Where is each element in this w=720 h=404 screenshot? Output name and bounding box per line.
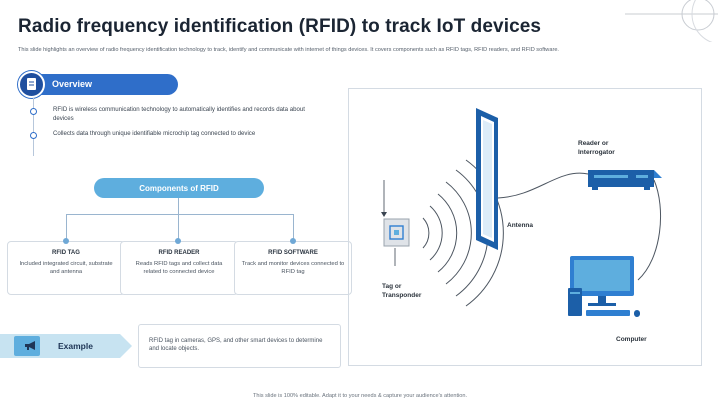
connector-line	[66, 214, 67, 240]
bullet-dot	[30, 132, 37, 139]
computer-icon	[568, 256, 640, 317]
bullet-dot	[30, 108, 37, 115]
tag-label: Tag or Transponder	[382, 283, 422, 299]
example-label: Example	[58, 341, 93, 351]
antenna-label: Antenna	[507, 222, 533, 229]
megaphone-icon	[25, 341, 35, 350]
component-title: RFID TAG	[52, 250, 80, 256]
component-title: RFID READER	[158, 250, 200, 256]
rfid-diagram-frame	[348, 88, 702, 366]
computer-label: Computer	[616, 336, 647, 343]
page-title: Radio frequency identification (RFID) to…	[18, 16, 542, 37]
overview-point-1: RFID is wireless communication technolog…	[53, 106, 305, 122]
reader-device-icon	[588, 170, 662, 190]
page-subtitle: This slide highlights an overview of rad…	[18, 47, 559, 53]
example-text: RFID tag in cameras, GPS, and other smar…	[149, 338, 323, 353]
footer-text: This slide is 100% editable. Adapt it to…	[252, 393, 468, 399]
component-body: Included integrated circuit, substrate a…	[19, 261, 113, 276]
connector-line	[178, 214, 179, 240]
components-label: Components of RFID	[139, 184, 219, 193]
arrow-down-icon	[381, 212, 387, 217]
example-banner	[0, 334, 132, 358]
components-pill	[94, 178, 264, 198]
component-title: RFID SOFTWARE	[268, 250, 318, 256]
connector-dot	[175, 238, 181, 244]
connector-line	[66, 214, 294, 215]
component-body: Reads RFID tags and collect data related…	[135, 261, 223, 276]
overview-pill	[18, 74, 178, 95]
overview-point-2: Collects data through unique identifiabl…	[53, 130, 256, 137]
reader-label: Reader or Interrogator	[578, 140, 615, 156]
rfid-tag-icon	[383, 218, 410, 247]
rfid-diagram	[381, 108, 662, 317]
connector-line	[178, 198, 179, 214]
component-card-reader: RFID READER Reads RFID tags and collect …	[120, 241, 238, 295]
document-icon	[18, 71, 45, 98]
connector-line	[293, 214, 294, 240]
component-card-software: RFID SOFTWARE Track and monitor devices …	[234, 241, 352, 295]
component-body: Track and monitor devices connected to R…	[241, 261, 345, 276]
example-box	[138, 324, 341, 368]
connector-dot	[63, 238, 69, 244]
cable-line	[497, 172, 589, 199]
cable-line	[637, 179, 662, 281]
overview-label: Overview	[52, 79, 93, 89]
antenna-icon	[476, 108, 498, 250]
decorative-circles-icon	[625, 0, 718, 42]
component-card-tag: RFID TAG Included integrated circuit, su…	[7, 241, 125, 295]
connector-dot	[290, 238, 296, 244]
overview-timeline	[33, 98, 34, 156]
